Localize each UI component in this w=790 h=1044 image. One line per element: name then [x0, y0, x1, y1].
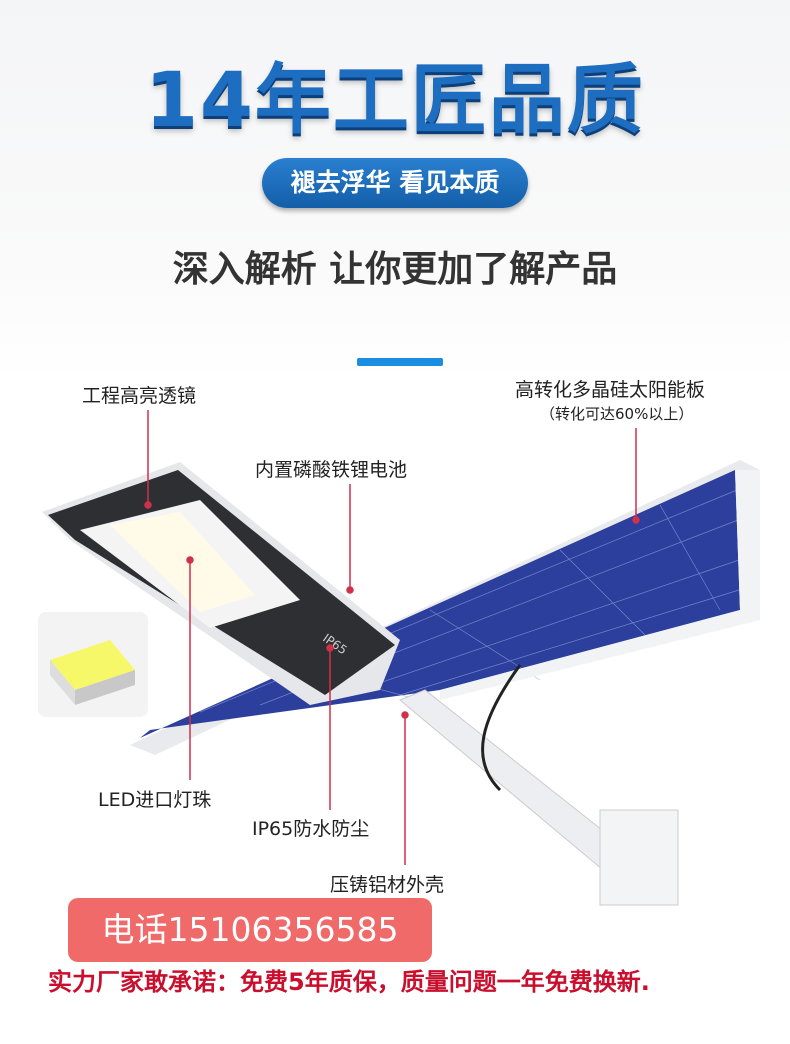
lamp-head: IP65 [42, 462, 400, 705]
label-solar-panel: 高转化多晶硅太阳能板 [515, 379, 706, 401]
pointer-lines [144, 410, 640, 865]
label-lens: 工程高亮透镜 [82, 385, 197, 407]
label-panel-efficiency: （转化可达60%以上） [540, 405, 694, 423]
label-battery: 内置磷酸铁锂电池 [255, 459, 408, 481]
headline: 14年工匠品质 [145, 55, 645, 144]
led-chip-inset [38, 612, 148, 717]
warranty-promise: 实力厂家敢承诺：免费5年质保，质量问题一年免费换新. [48, 968, 650, 996]
subheadline: 深入解析 让你更加了解产品 [172, 249, 618, 290]
label-led: LED进口灯珠 [98, 789, 212, 811]
divider-bar [357, 358, 443, 366]
label-shell: 压铸铝材外壳 [330, 874, 445, 896]
phone-banner: 电话15106356585 [68, 898, 432, 962]
mounting-arm [399, 664, 679, 906]
slogan-pill: 褪去浮华 看见本质 [262, 158, 528, 208]
label-ip65: IP65防水防尘 [252, 818, 370, 840]
